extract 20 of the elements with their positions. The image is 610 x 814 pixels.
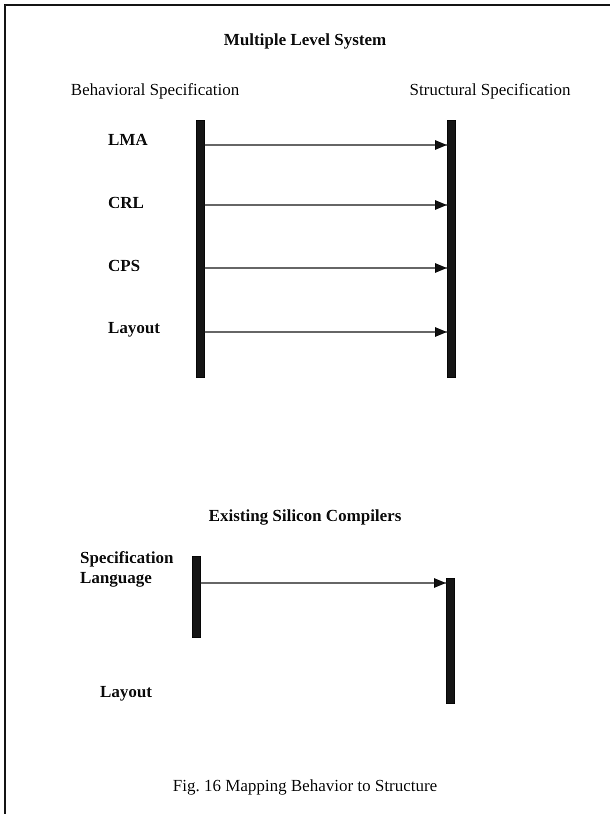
vertical-bar (192, 556, 201, 638)
level-label: Layout (108, 318, 160, 338)
section-heading: Existing Silicon Compilers (208, 506, 402, 526)
arrow (205, 140, 447, 150)
section-heading: Multiple Level System (222, 30, 388, 50)
arrow (205, 200, 447, 210)
column-heading: Structural Specification (408, 80, 572, 100)
arrow (205, 327, 447, 337)
level-label: Specification Language (80, 548, 174, 588)
arrow (201, 578, 446, 588)
arrow (205, 263, 447, 273)
figure-caption: Fig. 16 Mapping Behavior to Structure (172, 776, 438, 796)
vertical-bar (447, 120, 456, 378)
level-label: CRL (108, 193, 144, 213)
vertical-bar (196, 120, 205, 378)
level-label: Layout (100, 682, 152, 702)
level-label: LMA (108, 130, 148, 150)
column-heading: Behavioral Specification (70, 80, 240, 100)
vertical-bar (446, 578, 455, 704)
level-label: CPS (108, 256, 140, 276)
